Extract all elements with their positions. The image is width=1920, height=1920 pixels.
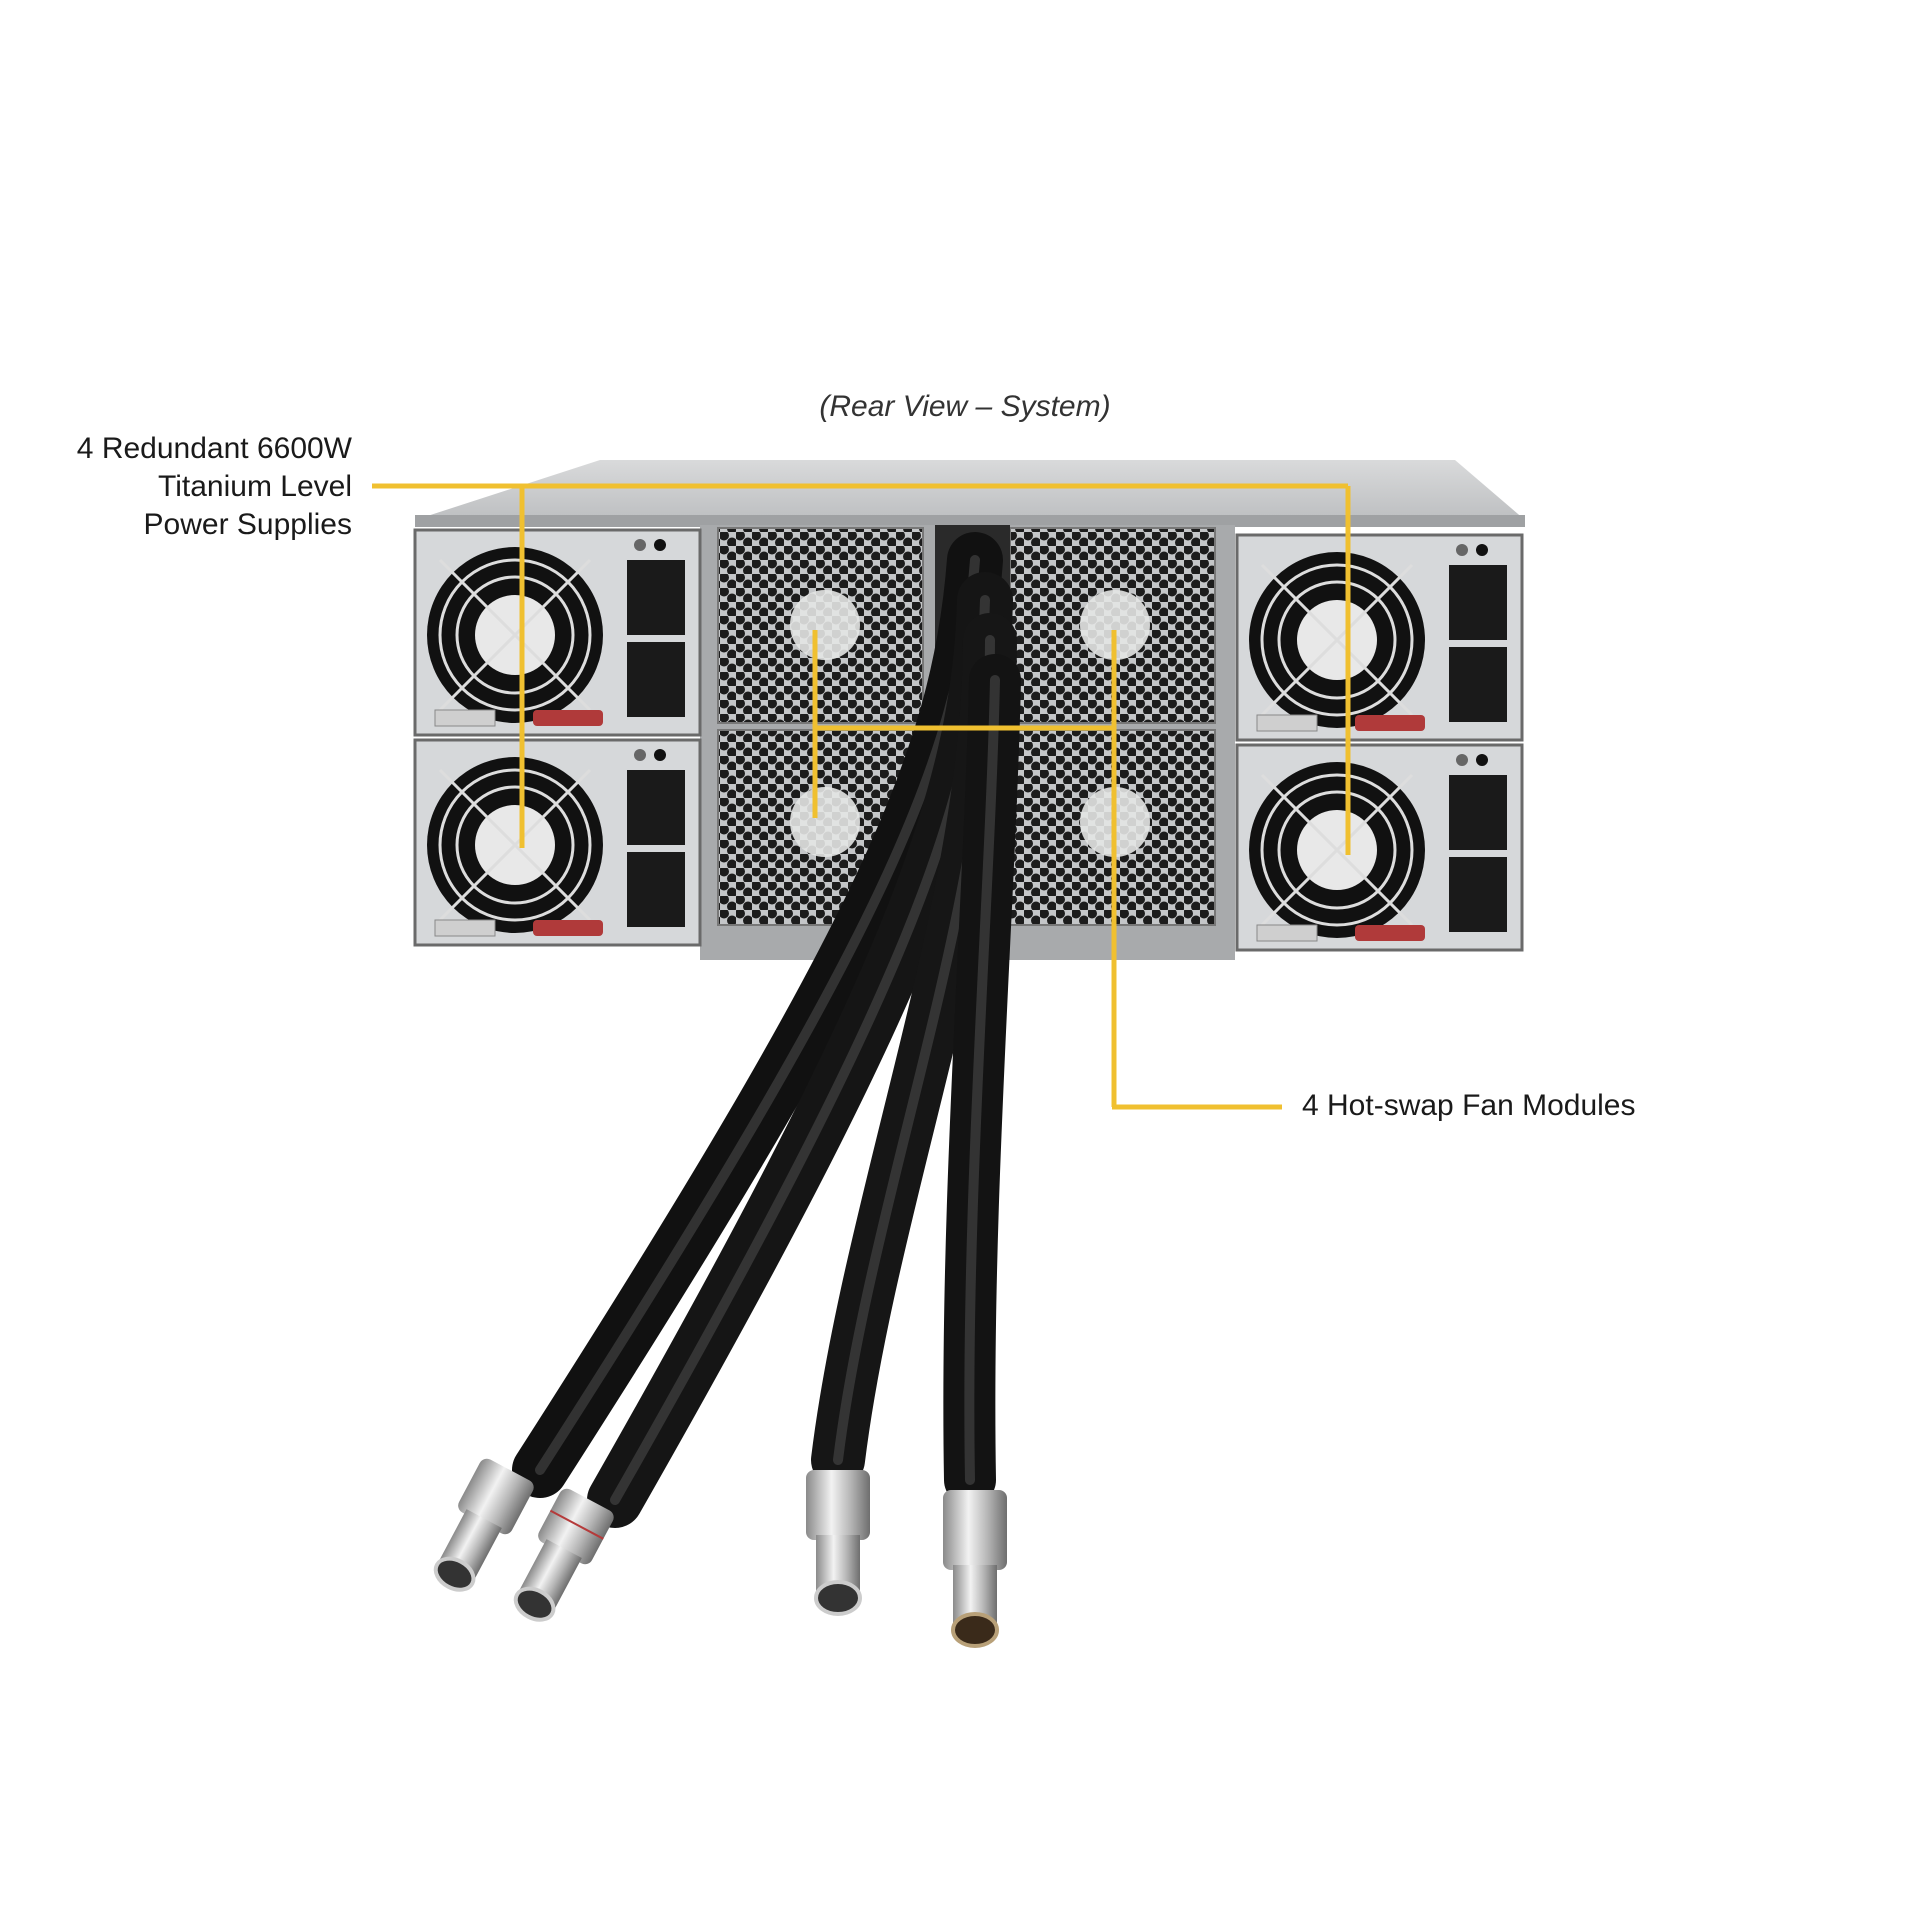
callout-label-fan-modules: 4 Hot-swap Fan Modules (1302, 1089, 1636, 1122)
quick-disconnect-fitting-2 (513, 1488, 614, 1622)
fan-top-left (717, 527, 924, 724)
psu-label-line-3: Power Supplies (143, 508, 352, 541)
diagram-title: (Rear View – System) (819, 390, 1111, 423)
quick-disconnect-fitting-1 (433, 1458, 534, 1592)
psu-label-line-1: 4 Redundant 6600W (76, 432, 352, 465)
callout-lines-fan-modules (812, 630, 1282, 1110)
psu-top-left (413, 528, 702, 737)
psu-label-line-2: Titanium Level (158, 470, 352, 503)
psu-top-right (1235, 533, 1524, 742)
quick-disconnect-fitting-4 (943, 1490, 1007, 1648)
callout-lines-power-supplies (372, 483, 1351, 855)
psu-bottom-right (1235, 743, 1524, 952)
psu-bottom-left (413, 738, 702, 947)
quick-disconnect-fitting-3 (806, 1470, 870, 1616)
callout-label-power-supplies: 4 Redundant 6600W Titanium Level Power S… (77, 430, 352, 544)
coolant-hoses (512, 532, 1021, 1528)
